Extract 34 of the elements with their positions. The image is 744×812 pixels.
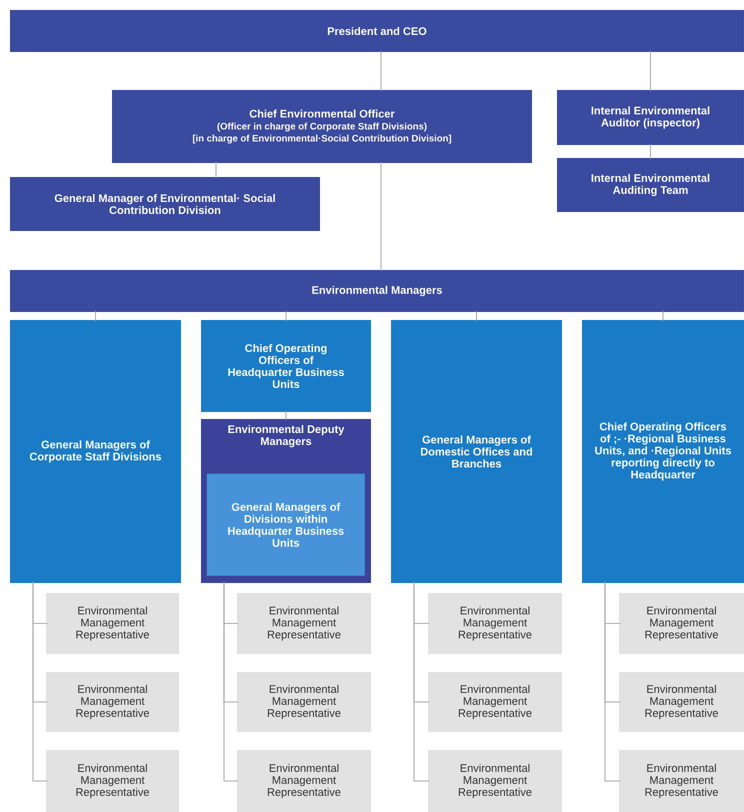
connector-line — [414, 581, 430, 782]
role-box: Internal Environmental Auditor (inspector) — [557, 90, 744, 145]
connector-line — [604, 581, 621, 782]
column-box: Chief Operating Officers of ;- ·Regional Business Units, and ·Regional Units reporting directly to Headquarter — [582, 320, 744, 583]
representative-box: Environmental Management Representative — [428, 593, 562, 654]
representative-box: Environmental Management Representative — [237, 593, 371, 654]
connector-line — [650, 50, 651, 92]
role-box: Internal Environmental Auditing Team — [557, 158, 744, 212]
header-bar: Environmental Managers — [10, 270, 744, 312]
connector-line — [476, 310, 477, 322]
column-box: General Managers of Corporate Staff Divisions — [10, 320, 181, 583]
representative-box: Environmental Management Representative — [237, 750, 371, 812]
connector-line — [662, 310, 664, 322]
representative-box: Environmental Management Representative — [619, 593, 744, 654]
role-box: Chief Operating Officers of Headquarter Business Units — [201, 320, 371, 412]
connector-line — [650, 143, 651, 160]
connector-line — [380, 50, 382, 92]
connector-line — [32, 581, 48, 782]
representative-box: Environmental Management Representative — [46, 672, 179, 732]
representative-box: Environmental Management Representative — [619, 672, 744, 732]
representative-box: Environmental Management Representative — [46, 593, 179, 654]
connector-line — [380, 161, 382, 272]
representative-box: Environmental Management Representative — [619, 750, 744, 812]
representative-box: Environmental Management Representative — [237, 672, 371, 732]
representative-box: Environmental Management Representative — [46, 750, 179, 812]
representative-box: Environmental Management Representative — [428, 672, 562, 732]
role-box: General Managers of Divisions within Headquarter Business Units — [206, 474, 365, 576]
connector-line — [95, 310, 96, 322]
role-box: General Manager of Environmental· Social Contribution Division — [10, 177, 320, 231]
column-box: General Managers of Domestic Offices and Branches — [391, 320, 562, 583]
representative-box: Environmental Management Representative — [428, 750, 562, 812]
title-bar: President and CEO — [10, 10, 744, 52]
role-box: Chief Environmental Officer (Officer in charge of Corporate Staff Divisions) [in charge of Environmental·Social Contribution Division] — [112, 90, 532, 163]
connector-line — [224, 581, 239, 782]
